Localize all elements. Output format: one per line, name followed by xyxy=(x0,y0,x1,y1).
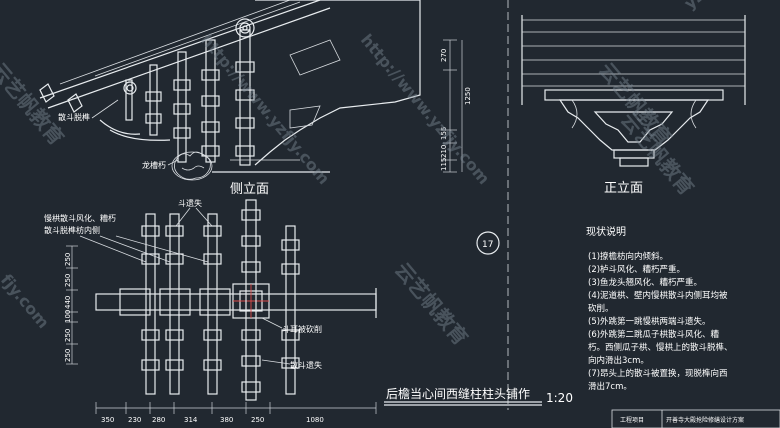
watermark-text: yzfjy.com xyxy=(680,0,757,13)
left-dimension-column xyxy=(66,245,78,365)
note-item: (7)昂头上的散斗被置换，现脱榫向西 xyxy=(588,368,728,379)
front-elevation-title: 正立面 xyxy=(604,181,643,196)
note-item: (2)栌斗风化、糟朽严重。 xyxy=(588,264,685,275)
note-item: 砍削。 xyxy=(588,303,614,314)
label-dou-detached: 散斗脱榫 xyxy=(58,112,90,122)
titleblock-project-name: 开善寺大殿抢险修缮设计方案 xyxy=(666,416,744,424)
dim-left-250c: 250 xyxy=(64,329,72,342)
dim-bottom-280: 280 xyxy=(152,416,165,424)
dim-bottom-350: 350 xyxy=(101,416,114,424)
dim-left-250d: 250 xyxy=(64,349,72,362)
label-ear-cut: 斗耳被砍削 xyxy=(282,324,322,334)
notes-list: (1)撩檐枋向内倾斜。 (2)栌斗风化、糟朽严重。 (3)鱼龙头翘风化、糟朽严重… xyxy=(588,251,733,392)
section-number-circle xyxy=(476,231,500,255)
dim-mid-270: 270 xyxy=(440,49,448,62)
note-item: (6)外跳第二跳瓜子栱散斗风化、糟 xyxy=(588,329,720,340)
note-item: (4)泥道栱、壁内慢栱散斗内侧耳均被 xyxy=(588,290,728,301)
dim-left-250a: 250 xyxy=(64,253,72,266)
dim-mid-115: 115 xyxy=(440,158,448,171)
plan-view-drawing xyxy=(95,199,377,401)
dim-mid-1250: 1250 xyxy=(464,87,472,105)
label-dou-lost-bottom: 散斗遗失 xyxy=(290,360,322,370)
section-number: 17 xyxy=(482,240,493,250)
bottom-dimension-row xyxy=(95,402,377,414)
titleblock-project-label: 工程项目 xyxy=(620,416,644,424)
scale-label: 1:20 xyxy=(546,391,573,405)
note-item: (1)撩檐枋向内倾斜。 xyxy=(588,251,668,262)
dim-bottom-230: 230 xyxy=(128,416,141,424)
notes-title: 现状说明 xyxy=(586,225,626,238)
dim-bottom-380: 380 xyxy=(220,416,233,424)
side-elevation-title: 侧立面 xyxy=(230,182,269,197)
note-item: (5)外跳第一跳慢栱两端斗遗失。 xyxy=(588,316,711,327)
dim-bottom-314: 314 xyxy=(184,416,198,424)
dim-left-250b: 250 xyxy=(64,274,72,287)
title-block xyxy=(611,409,780,428)
dim-left-440: 440 xyxy=(64,296,72,309)
dim-bottom-1080: 1080 xyxy=(306,416,324,424)
watermark-text: http://www.yzfjy.com xyxy=(357,30,494,188)
side-elevation-drawing xyxy=(39,0,421,181)
note-item: 向内滑出3cm。 xyxy=(588,355,649,366)
label-dragon-decay: 龙槽朽 xyxy=(142,160,166,170)
plan-title: 后檐当心间西缝柱柱头铺作 xyxy=(386,386,530,401)
dim-mid-210: 210 xyxy=(440,145,448,158)
watermark-text: http://www.yzfjy.com xyxy=(197,30,334,188)
label-dou-tenon-mid: 散斗脱榫枋内侧 xyxy=(44,225,100,235)
dim-mid-155: 155 xyxy=(440,127,448,140)
dim-left-100: 100 xyxy=(64,310,72,323)
dragon-ornament xyxy=(171,151,213,181)
note-item: 朽。西侧瓜子栱、慢栱上的散斗脱榫、 xyxy=(588,342,733,353)
middle-dimension-column xyxy=(443,39,463,173)
dim-bottom-250: 250 xyxy=(251,416,264,424)
watermark-text: 云艺帆教育 xyxy=(390,258,473,350)
note-item: (3)鱼龙头翘风化、糟朽严重。 xyxy=(588,277,702,288)
label-mangong-weathered: 慢栱散斗风化、糟朽 xyxy=(44,213,116,223)
front-elevation-drawing xyxy=(521,15,746,167)
label-dou-lost-top: 斗遗失 xyxy=(178,198,202,208)
note-item: 滑出7cm。 xyxy=(588,381,632,392)
watermark-text: fjy.com xyxy=(0,270,53,332)
